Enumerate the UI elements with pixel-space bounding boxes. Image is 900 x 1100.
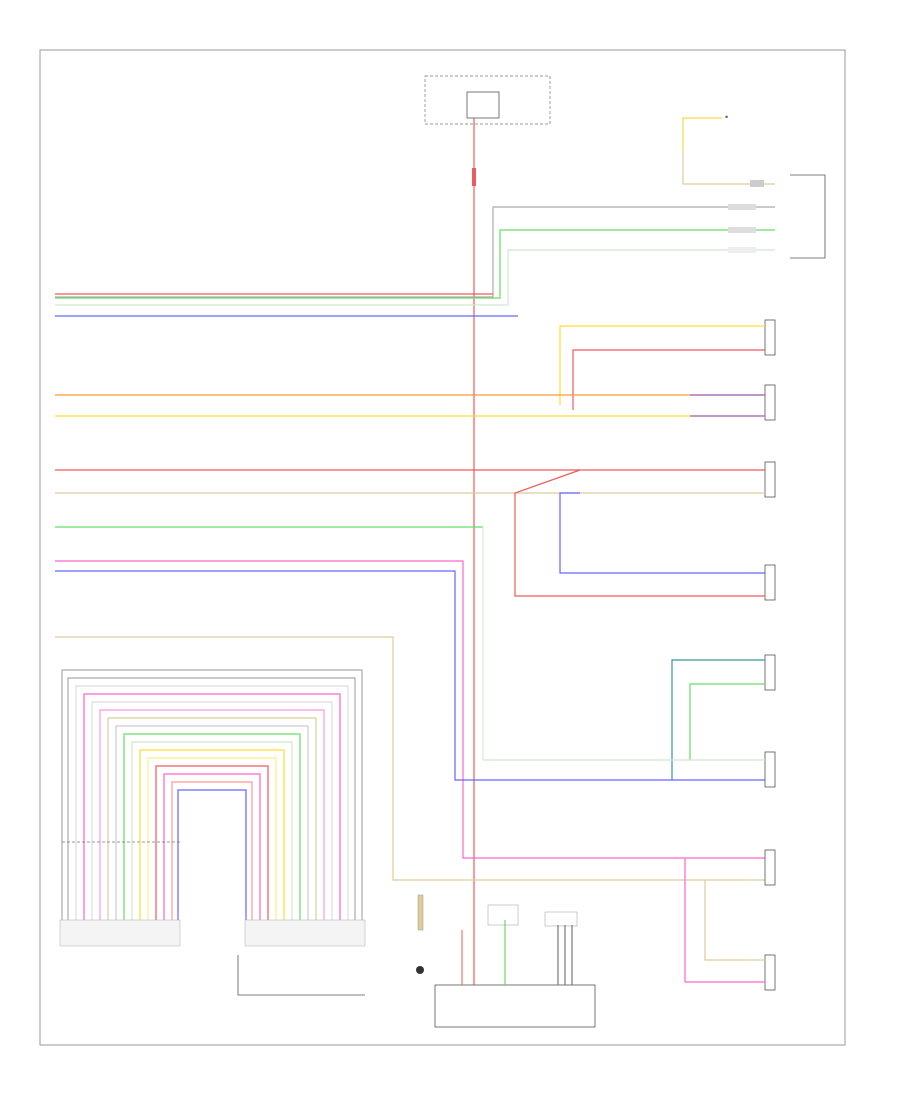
wire-marker [472, 168, 476, 186]
rear-tweeter-right [671, 654, 776, 780]
rear-tweeter-left [764, 849, 776, 886]
fuse-box [424, 75, 551, 125]
diagram-frame [39, 49, 846, 1046]
front-tweeter-right [559, 319, 776, 410]
svg-text:▪: ▪ [725, 115, 728, 120]
hmi-module: ▪ [682, 115, 775, 187]
front-door-speaker-right [55, 384, 776, 421]
wire-teal [55, 570, 765, 781]
rear-door-speaker-right [483, 751, 776, 788]
ground-component [416, 894, 424, 974]
front-door-speaker-left [514, 469, 776, 601]
amp-component [55, 174, 826, 317]
rear-door-speaker-left [684, 858, 776, 991]
media-unit [434, 904, 596, 1028]
wire-tan [55, 636, 765, 881]
front-tweeter-left [55, 461, 776, 498]
wire-pink [55, 560, 765, 859]
radio-connector-wires [59, 669, 366, 996]
